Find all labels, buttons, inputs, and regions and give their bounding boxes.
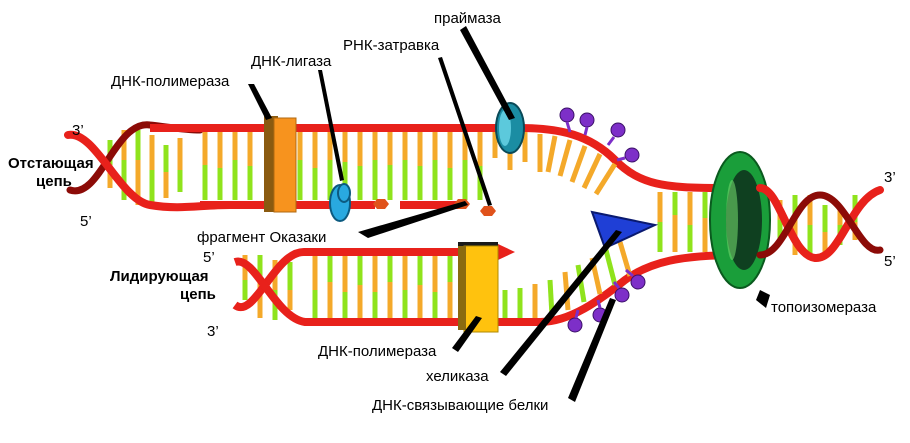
leading-strand-label-line1: Лидирующая [110,268,209,285]
dna-polymerase-bottom-label: ДНК-полимераза [318,343,437,360]
topoisomerase-label: топоизомераза [771,299,877,316]
pointer-lines [248,26,770,402]
ssb-proteins-label: ДНК-связывающие белки [372,397,548,414]
leading-3-prime: 3’ [207,323,219,340]
leading-strand-region [232,241,741,333]
leading-5-prime: 5’ [203,249,215,266]
lagging-strand-label-line2: цепь [36,173,72,190]
topoisomerase [709,151,771,289]
right-5-prime: 5’ [884,253,896,270]
rna-primer-3 [480,206,496,216]
lagging-5-prime: 5’ [80,213,92,230]
dna-ligase-label: ДНК-лигаза [251,53,332,70]
lagging-strand-region [150,102,760,222]
ssb-proteins-top [559,107,640,163]
right-helix [756,184,884,262]
right-3-prime: 3’ [884,169,896,186]
leading-strand-label-line2: цепь [180,286,216,303]
dna-polymerase-top-label: ДНК-полимераза [111,73,230,90]
dna-polymerase-top [264,116,297,213]
dna-polymerase-bottom [458,242,499,333]
okazaki-fragment-label: фрагмент Оказаки [197,229,326,246]
rna-primer-1 [373,199,389,209]
helicase [590,210,659,250]
lagging-3-prime: 3’ [72,122,84,139]
helicase-label: хеликаза [426,368,489,385]
rna-primer-label: РНК-затравка [343,37,440,54]
lagging-strand-label-line1: Отстающая [8,155,94,172]
primase-label: праймаза [434,10,502,27]
